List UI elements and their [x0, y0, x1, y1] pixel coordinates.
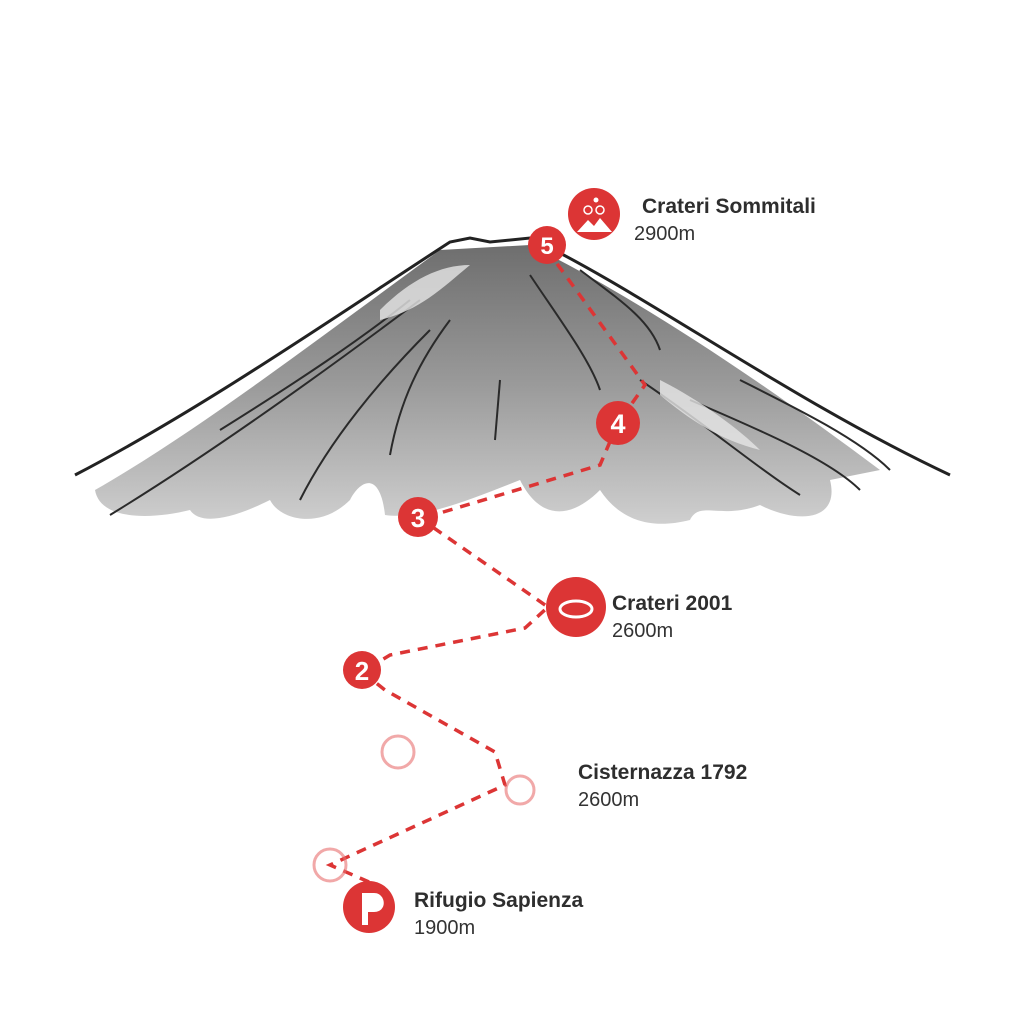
stop-label-crateri-sommitali: Crateri Sommitali 2900m — [634, 193, 816, 248]
svg-text:5: 5 — [540, 233, 553, 260]
stop-name: Cisternazza 1792 — [578, 761, 748, 784]
stop-name: Crateri 2001 — [612, 592, 733, 615]
stop-name: Rifugio Sapienza — [414, 889, 584, 912]
parking-icon[interactable] — [343, 881, 395, 933]
stop-label-cisternazza: Cisternazza 1792 2600m — [578, 759, 747, 814]
stop-name: Crateri Sommitali — [642, 195, 816, 218]
summit-bike-icon[interactable] — [568, 188, 620, 240]
svg-text:3: 3 — [411, 503, 425, 533]
faded-markers — [312, 734, 536, 883]
crater-icon[interactable] — [546, 577, 606, 637]
stop-label-rifugio-sapienza: Rifugio Sapienza 1900m — [414, 887, 583, 942]
stop-label-crateri-2001: Crateri 2001 2600m — [612, 590, 732, 645]
stop-elevation: 1900m — [414, 917, 476, 940]
svg-text:4: 4 — [610, 409, 625, 439]
stop-elevation: 2600m — [578, 789, 640, 812]
waypoint-4[interactable]: 4 — [596, 401, 640, 445]
waypoint-3[interactable]: 3 — [398, 497, 438, 537]
waypoint-5[interactable]: 5 — [528, 226, 566, 264]
stop-elevation: 2600m — [612, 620, 674, 643]
svg-text:2: 2 — [355, 656, 369, 686]
stop-elevation: 2900m — [634, 223, 696, 246]
volcano-illustration — [74, 236, 951, 524]
route-path — [325, 244, 648, 884]
waypoint-2[interactable]: 2 — [343, 651, 381, 689]
